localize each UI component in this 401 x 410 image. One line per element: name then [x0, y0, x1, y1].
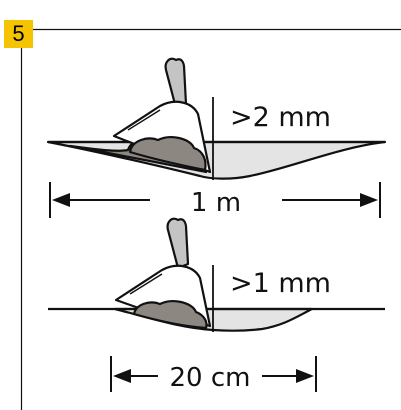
filler-heap [132, 300, 208, 330]
step-number-badge: 5 [4, 20, 33, 48]
arrow-left-icon [113, 369, 158, 383]
depth-label: >1 mm [230, 268, 331, 299]
depression-groove [46, 140, 387, 180]
arrow-right-icon [282, 193, 378, 207]
panel-small-depression: >1 mm 20 cm [48, 217, 385, 393]
filler-in-scoop [128, 136, 207, 172]
panel-large-depression: >2 mm 1 m [46, 57, 387, 218]
step-number: 5 [12, 21, 25, 46]
width-label: 1 m [191, 188, 241, 218]
arrow-left-icon [52, 193, 150, 207]
width-label: 20 cm [170, 363, 251, 393]
arrow-right-icon [262, 369, 314, 383]
depth-label: >2 mm [230, 102, 331, 133]
